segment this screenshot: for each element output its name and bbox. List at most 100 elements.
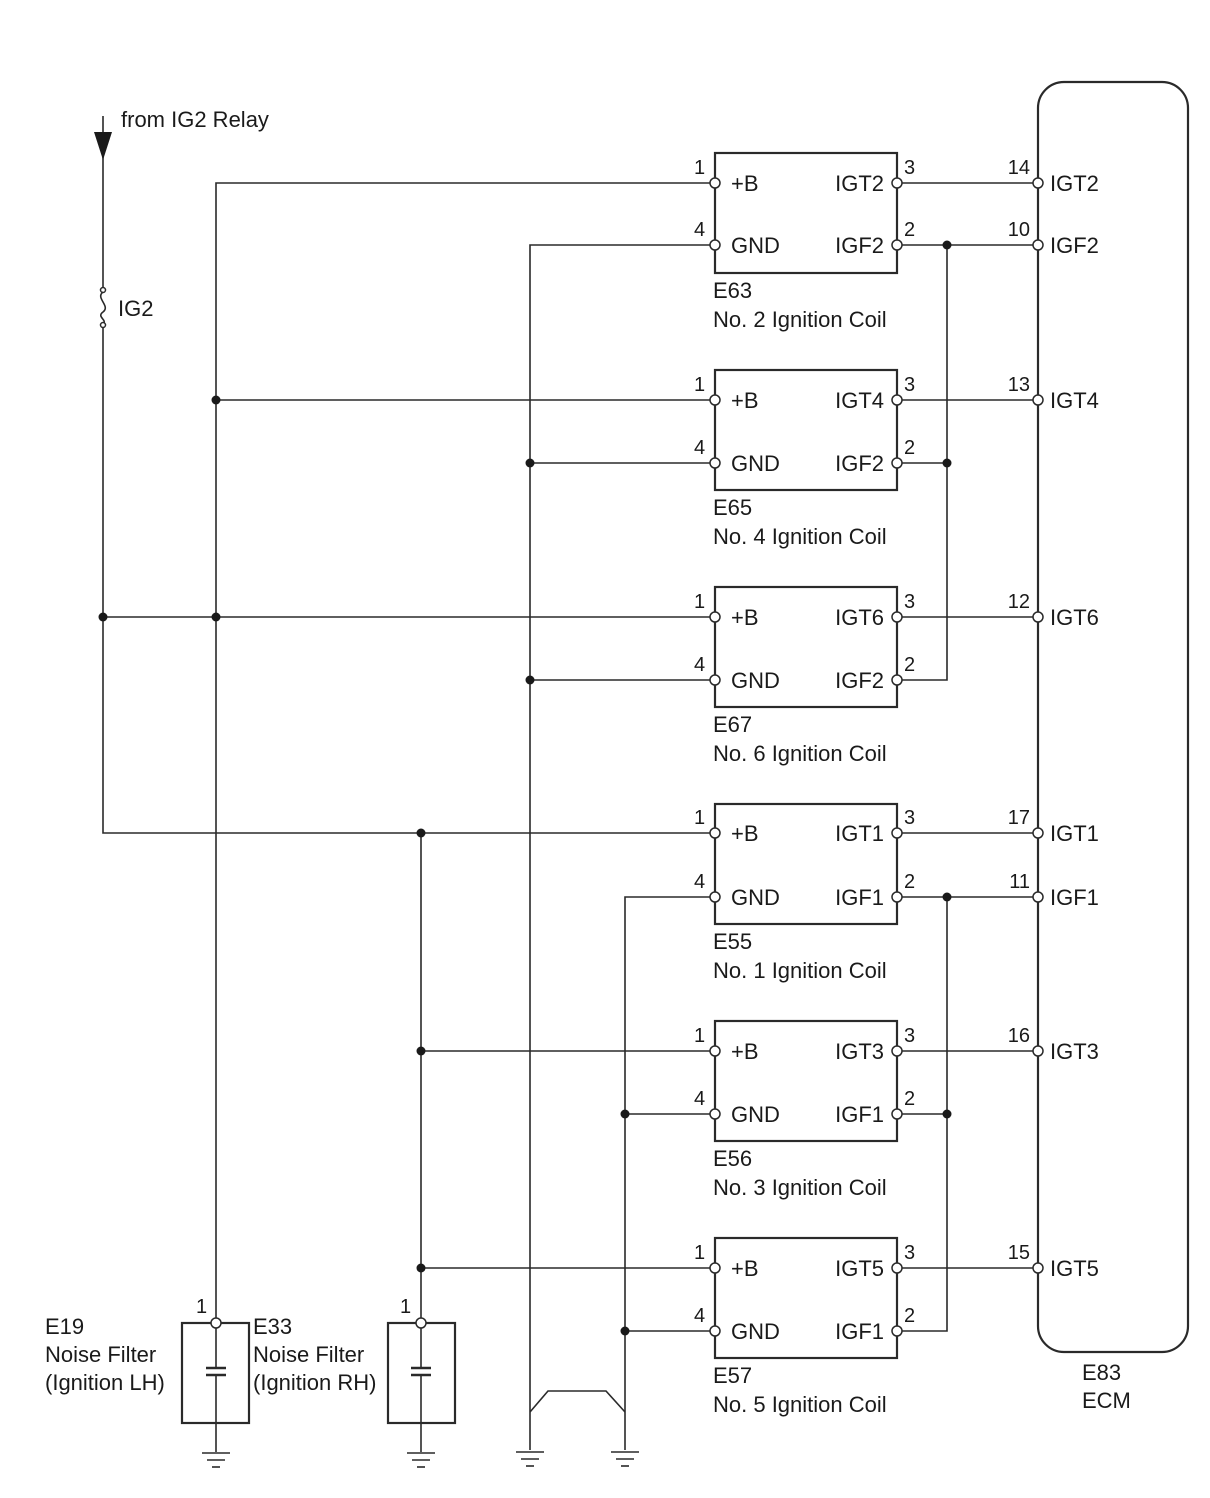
terminal (709, 1325, 721, 1337)
ecm-pin-number: 16 (1008, 1025, 1030, 1047)
pin-number: 1 (694, 807, 705, 829)
terminal (891, 457, 903, 469)
junctions (98, 240, 952, 1336)
wiring (102, 140, 1038, 1452)
terminal (709, 891, 721, 903)
pin-number: 3 (904, 591, 915, 613)
pin-number: 4 (694, 219, 705, 241)
coil-id: E57 (713, 1363, 752, 1388)
igf2-bus (897, 245, 948, 681)
ignition-coil-e63: 1 4 3 2 +B GND IGT2 IGF2 E63 No. 2 Ignit… (694, 151, 915, 332)
ecm-pin-number: 13 (1008, 374, 1030, 396)
ecm-pin-number: 10 (1008, 219, 1030, 241)
junction-dot (942, 458, 952, 468)
ecm-pin-label: IGT4 (1050, 388, 1099, 413)
pin-number: 1 (694, 591, 705, 613)
ecm-pin-number: 15 (1008, 1242, 1030, 1264)
filter-name: (Ignition RH) (253, 1370, 376, 1395)
terminal-label-igt: IGT2 (835, 171, 884, 196)
junction-dot (98, 612, 108, 622)
ground-symbol-3 (516, 1451, 544, 1467)
fuse-terminal (99, 321, 107, 329)
coil-name: No. 4 Ignition Coil (713, 524, 887, 549)
terminal-label-gnd: GND (731, 1102, 780, 1127)
pin-number: 1 (694, 1242, 705, 1264)
junction-dot (942, 240, 952, 250)
coil-name: No. 6 Ignition Coil (713, 741, 887, 766)
ecm-pin-number: 12 (1008, 591, 1030, 613)
terminal (891, 1045, 903, 1057)
terminal-label-gnd: GND (731, 1319, 780, 1344)
pin-number: 1 (694, 1025, 705, 1047)
coil-body (713, 1019, 899, 1143)
ground-symbol-4 (611, 1451, 639, 1467)
fuse-icon (99, 291, 107, 325)
coil-body (713, 802, 899, 926)
terminal (709, 611, 721, 623)
pin-number: 3 (904, 1242, 915, 1264)
coil-body (713, 585, 899, 709)
ecm-name: ECM (1082, 1388, 1131, 1413)
filter-id: E19 (45, 1314, 84, 1339)
pin-number: 3 (904, 1025, 915, 1047)
terminal-label-igt: IGT5 (835, 1256, 884, 1281)
terminal-label-plus-b: +B (731, 171, 759, 196)
ig2-relay-supply: from IG2 Relay (94, 107, 269, 160)
ecm-pin-label: IGT6 (1050, 605, 1099, 630)
shield-wire (529, 1390, 626, 1413)
terminal-label-plus-b: +B (731, 1256, 759, 1281)
terminal-label-plus-b: +B (731, 1039, 759, 1064)
terminal (891, 674, 903, 686)
terminal-label-gnd: GND (731, 668, 780, 693)
terminal-label-gnd: GND (731, 451, 780, 476)
filter-name: (Ignition LH) (45, 1370, 165, 1395)
terminal (415, 1317, 427, 1329)
ig2-supply-wire-lower (102, 326, 715, 834)
ecm-e83: 14 10 13 12 17 11 16 15 IGT2 IGF2 IGT4 I… (1008, 80, 1190, 1413)
pin-number: 1 (400, 1296, 411, 1318)
coil-body (713, 368, 899, 492)
ecm-pin-label: IGT5 (1050, 1256, 1099, 1281)
ecm-pin-number: 17 (1008, 807, 1030, 829)
terminal-label-gnd: GND (731, 885, 780, 910)
pin-number: 3 (904, 374, 915, 396)
terminal (709, 827, 721, 839)
junction-dot (942, 892, 952, 902)
terminal (709, 457, 721, 469)
pin-number: 3 (904, 157, 915, 179)
filter-id: E33 (253, 1314, 292, 1339)
ecm-pin-label: IGF2 (1050, 233, 1099, 258)
ecm-pin-label: IGT1 (1050, 821, 1099, 846)
coil-id: E56 (713, 1146, 752, 1171)
coil-body (713, 1236, 899, 1360)
terminal (891, 891, 903, 903)
junction-dot (525, 458, 535, 468)
coil-body (713, 151, 899, 275)
ground-symbol-1 (202, 1452, 230, 1468)
terminal (210, 1317, 222, 1329)
terminal-label-plus-b: +B (731, 605, 759, 630)
terminal-label-plus-b: +B (731, 388, 759, 413)
terminal-label-igt: IGT6 (835, 605, 884, 630)
pin-number: 2 (904, 437, 915, 459)
terminal-label-igf: IGF1 (835, 1319, 884, 1344)
pin-number: 1 (694, 157, 705, 179)
pin-number: 4 (694, 1088, 705, 1110)
terminal (709, 1262, 721, 1274)
coil-id: E55 (713, 929, 752, 954)
junction-dot (416, 1046, 426, 1056)
terminal (1032, 891, 1044, 903)
ecm-id: E83 (1082, 1360, 1121, 1385)
pin-number: 2 (904, 654, 915, 676)
filter-name: Noise Filter (253, 1342, 364, 1367)
terminal (709, 674, 721, 686)
ecm-pin-number: 14 (1008, 157, 1030, 179)
terminal (1032, 827, 1044, 839)
pin-number: 1 (694, 374, 705, 396)
ignition-coil-e67: 1 4 3 2 +B GND IGT6 IGF2 E67 No. 6 Ignit… (694, 585, 915, 766)
terminal (891, 239, 903, 251)
filter-name: Noise Filter (45, 1342, 156, 1367)
junction-dot (416, 1263, 426, 1273)
lh-plus-b-bus (215, 182, 715, 1323)
terminal-label-igt: IGT3 (835, 1039, 884, 1064)
